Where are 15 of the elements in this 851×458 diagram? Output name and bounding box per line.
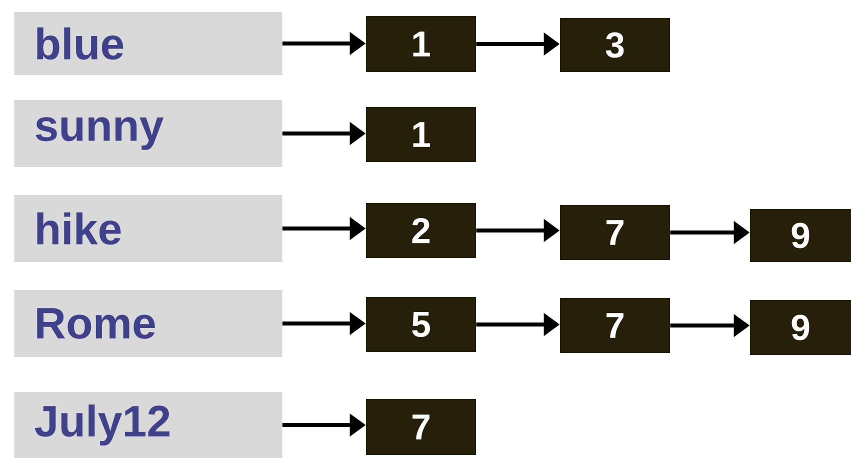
posting-box: 7 [560,298,670,353]
posting-box: 9 [750,300,851,355]
posting-box: 1 [366,107,476,162]
posting-box: 7 [560,205,670,260]
term-box: sunny [14,100,282,167]
term-box: blue [14,12,282,75]
posting-box: 1 [366,16,476,72]
posting-box: 2 [366,203,476,258]
term-box: Rome [14,290,282,357]
posting-box: 3 [560,18,670,72]
posting-box: 7 [366,399,476,455]
term-box: July12 [14,392,282,458]
posting-box: 9 [750,209,851,262]
posting-box: 5 [366,297,476,352]
term-box: hike [14,195,282,262]
